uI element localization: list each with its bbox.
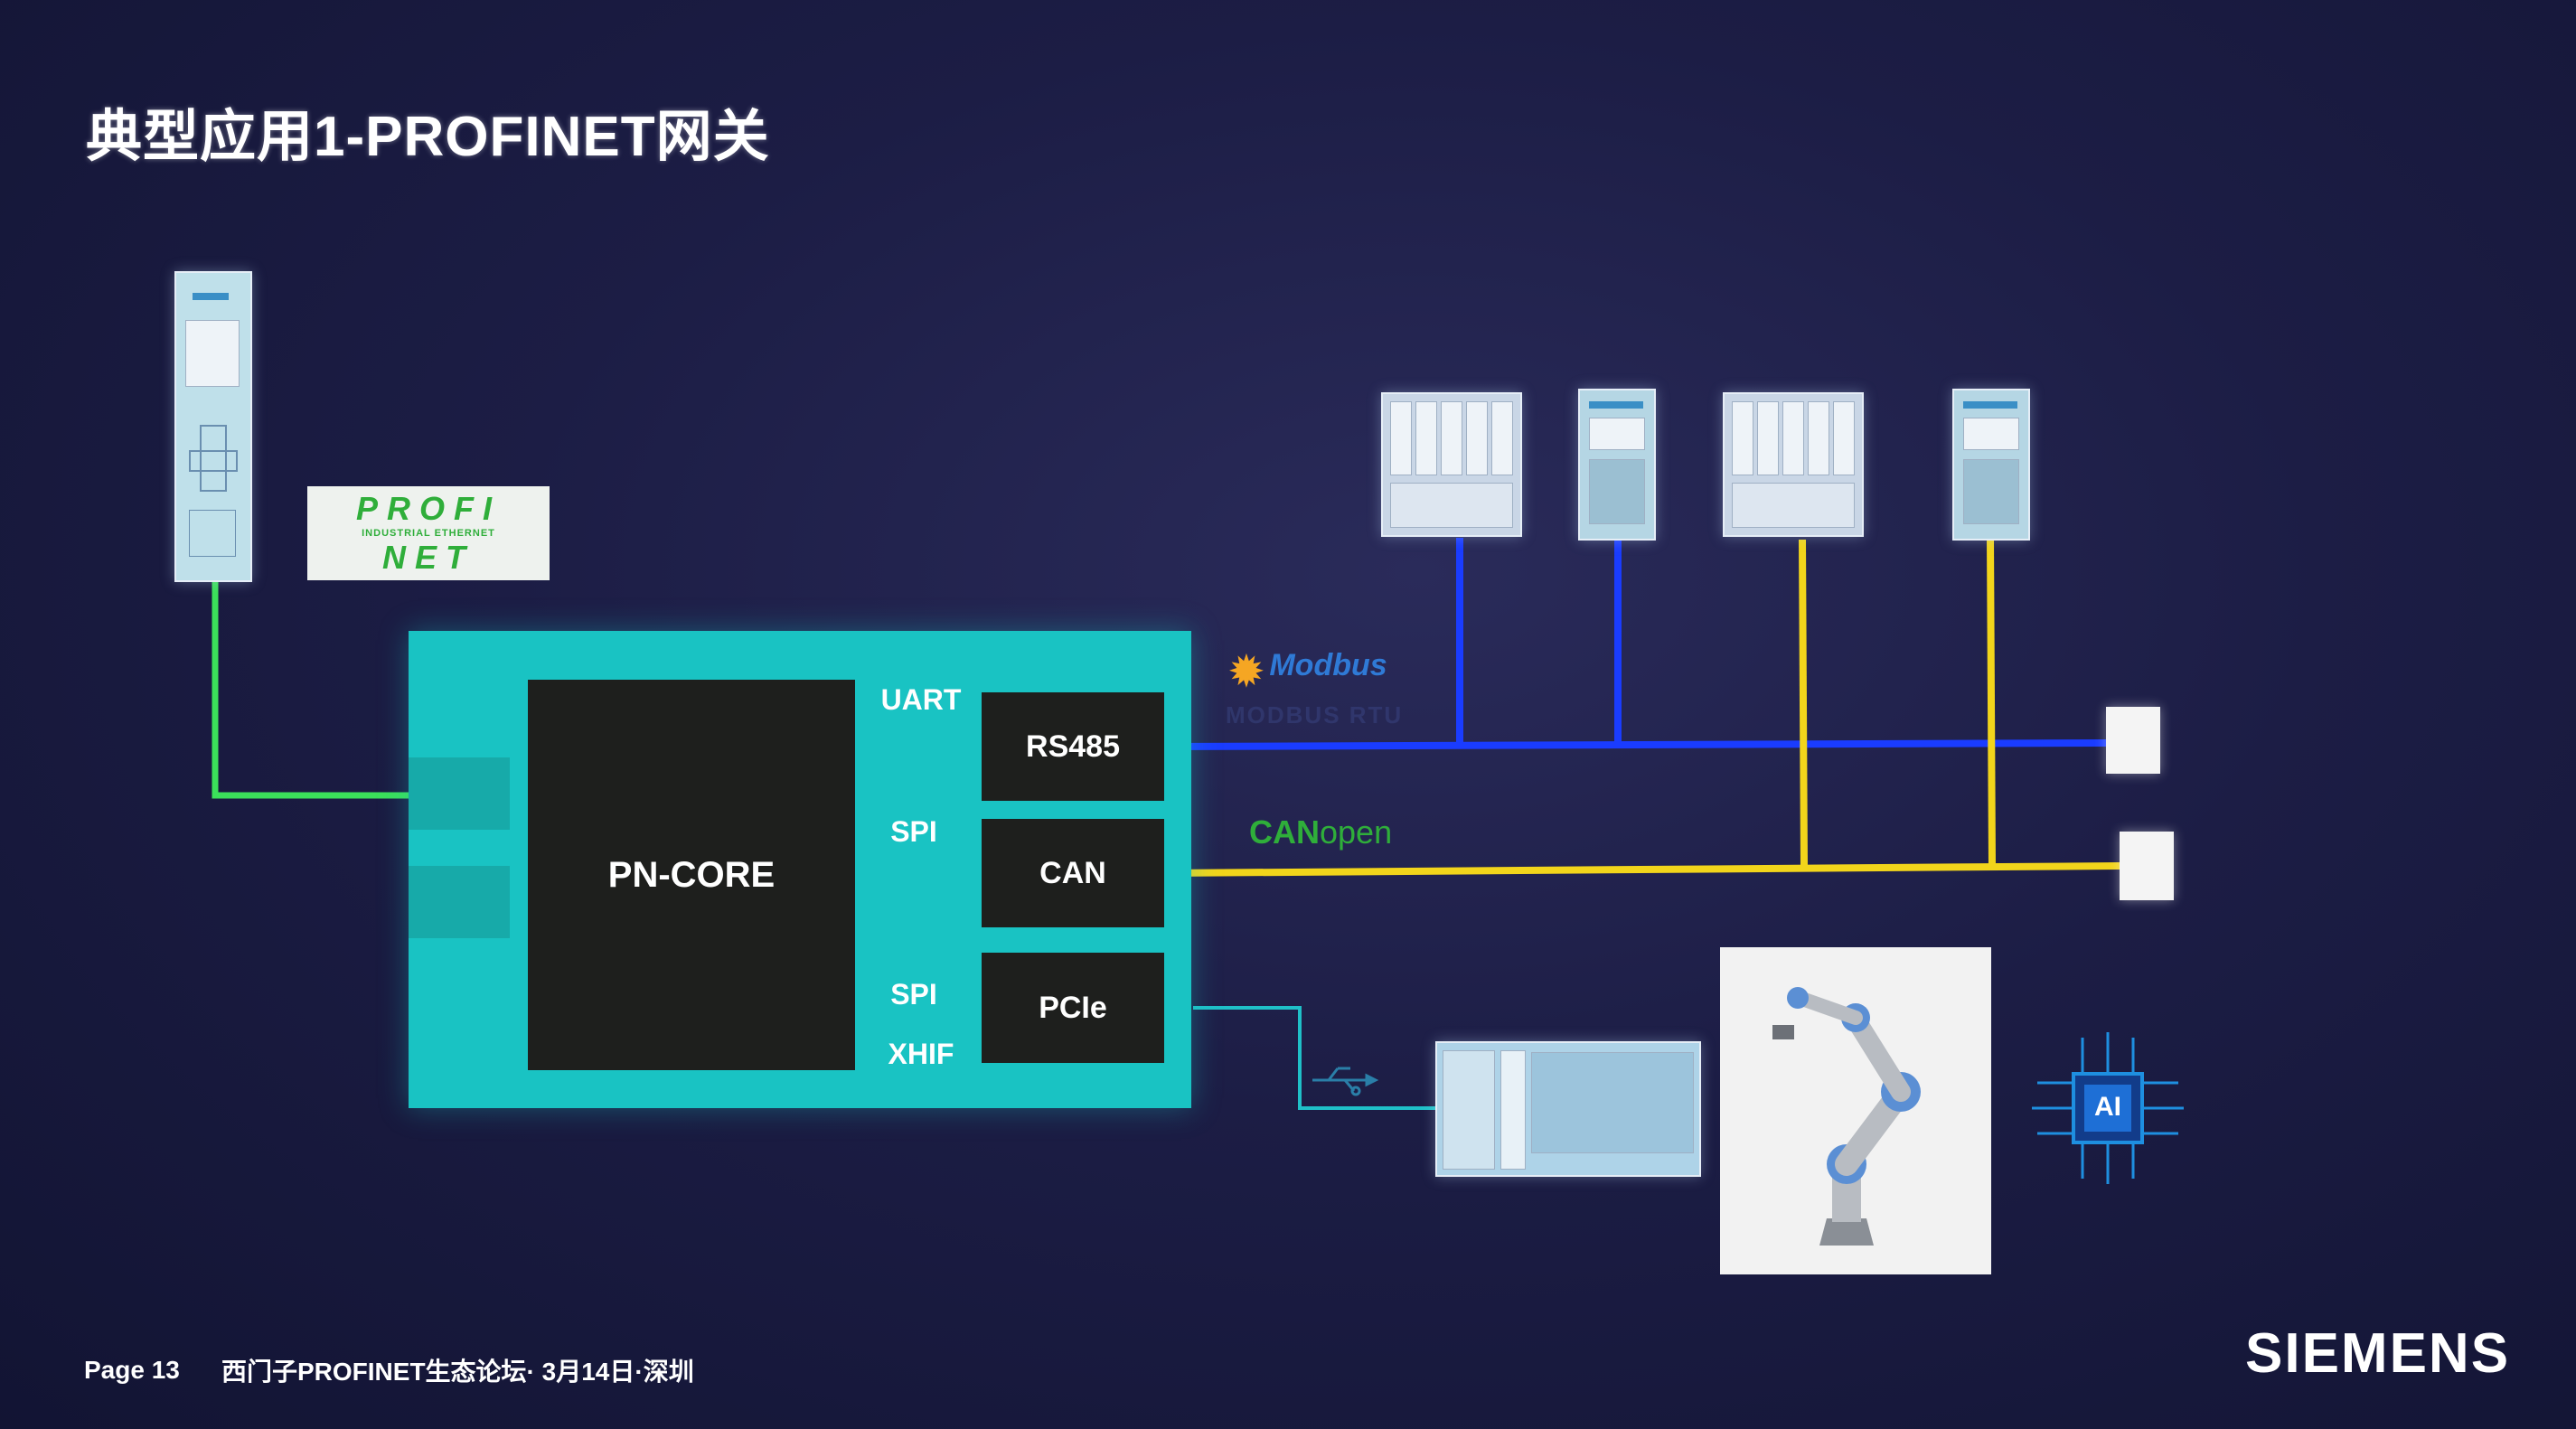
drive-1 bbox=[1578, 389, 1656, 541]
xhif-label: XHIF bbox=[888, 1038, 954, 1070]
ethernet-port-2 bbox=[409, 866, 510, 938]
can-drop-2 bbox=[1987, 537, 1996, 867]
canopen-open-text: open bbox=[1320, 813, 1393, 851]
modbus-star-icon: ✹ bbox=[1227, 646, 1265, 697]
can-chip: CAN bbox=[982, 819, 1164, 927]
robot-arm-icon bbox=[1720, 947, 1991, 1274]
uart-label: UART bbox=[880, 683, 962, 716]
event-caption: 西门子PROFINET生态论坛· 3月14日·深圳 bbox=[221, 1358, 694, 1386]
usb-icon bbox=[1312, 1067, 1379, 1096]
profinet-cable bbox=[212, 578, 412, 799]
profinet-head-module bbox=[174, 271, 252, 582]
slide-title: 典型应用1-PROFINET网关 bbox=[86, 106, 770, 168]
profinet-logo-tagline: INDUSTRIAL ETHERNET bbox=[362, 528, 495, 539]
modbus-rtu-text: MODBUS RTU bbox=[1226, 701, 1404, 729]
pn-core-chip: PN-CORE bbox=[528, 680, 855, 1070]
can-drop-1 bbox=[1799, 539, 1808, 869]
pcie-chip: PCIe bbox=[982, 953, 1164, 1063]
can-terminator bbox=[2120, 832, 2174, 900]
profinet-logo-line1: PROFI bbox=[355, 490, 501, 527]
spi-label-2: SPI bbox=[890, 978, 937, 1011]
ethernet-port-1 bbox=[409, 757, 510, 830]
ai-chip-circuit bbox=[2032, 1032, 2184, 1184]
rs485-bus-line bbox=[1165, 739, 2107, 750]
spi-label-1: SPI bbox=[890, 815, 937, 848]
drive-2 bbox=[1952, 389, 2030, 541]
robot-arm-image bbox=[1720, 947, 1991, 1274]
siemens-logo: SIEMENS bbox=[2245, 1322, 2511, 1385]
profinet-logo-line2: NET bbox=[382, 539, 475, 576]
ai-chip-label: AI bbox=[2094, 1092, 2121, 1122]
ai-chip-icon: AI bbox=[2028, 1029, 2187, 1188]
canopen-can-text: CAN bbox=[1249, 813, 1320, 851]
io-module-2 bbox=[1723, 392, 1864, 537]
rs485-terminator bbox=[2106, 707, 2160, 774]
canopen-logo: CANopen bbox=[1249, 813, 1392, 851]
profinet-logo: PROFI INDUSTRIAL ETHERNET NET bbox=[307, 486, 550, 580]
modbus-logo: ✹ Modbus bbox=[1227, 645, 1387, 698]
can-bus-line bbox=[1165, 862, 2120, 877]
modbus-logo-text: Modbus bbox=[1269, 648, 1387, 683]
pcie-cable bbox=[1193, 1006, 1437, 1110]
io-module-1 bbox=[1381, 392, 1522, 537]
rs485-chip: RS485 bbox=[982, 692, 1164, 801]
page-number: Page 13 bbox=[84, 1356, 180, 1384]
industrial-pc bbox=[1435, 1041, 1701, 1177]
